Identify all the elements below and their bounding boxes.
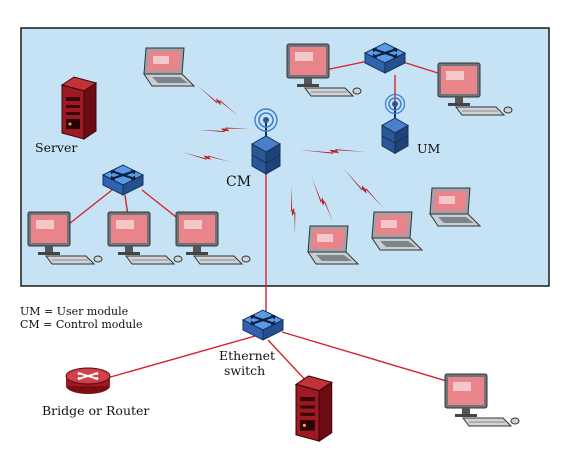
ethernet-switch-icon — [241, 308, 285, 342]
user-module-icon — [381, 93, 409, 154]
ethernet-switch-label-line1: Ethernet — [219, 348, 275, 363]
control-module-icon — [251, 108, 281, 175]
ethernet-switch-label-line2: switch — [224, 363, 265, 378]
um-label: UM — [417, 141, 441, 156]
bridge-router-label: Bridge or Router — [42, 403, 149, 418]
desktop-pc-icon — [444, 373, 520, 427]
server-label: Server — [35, 140, 77, 155]
legend-cm: CM = Control module — [20, 318, 143, 331]
server-icon — [61, 76, 97, 140]
server-icon — [295, 375, 333, 442]
cm-label: CM — [226, 174, 251, 190]
router-icon — [65, 367, 111, 394]
legend-um: UM = User module — [20, 305, 128, 318]
